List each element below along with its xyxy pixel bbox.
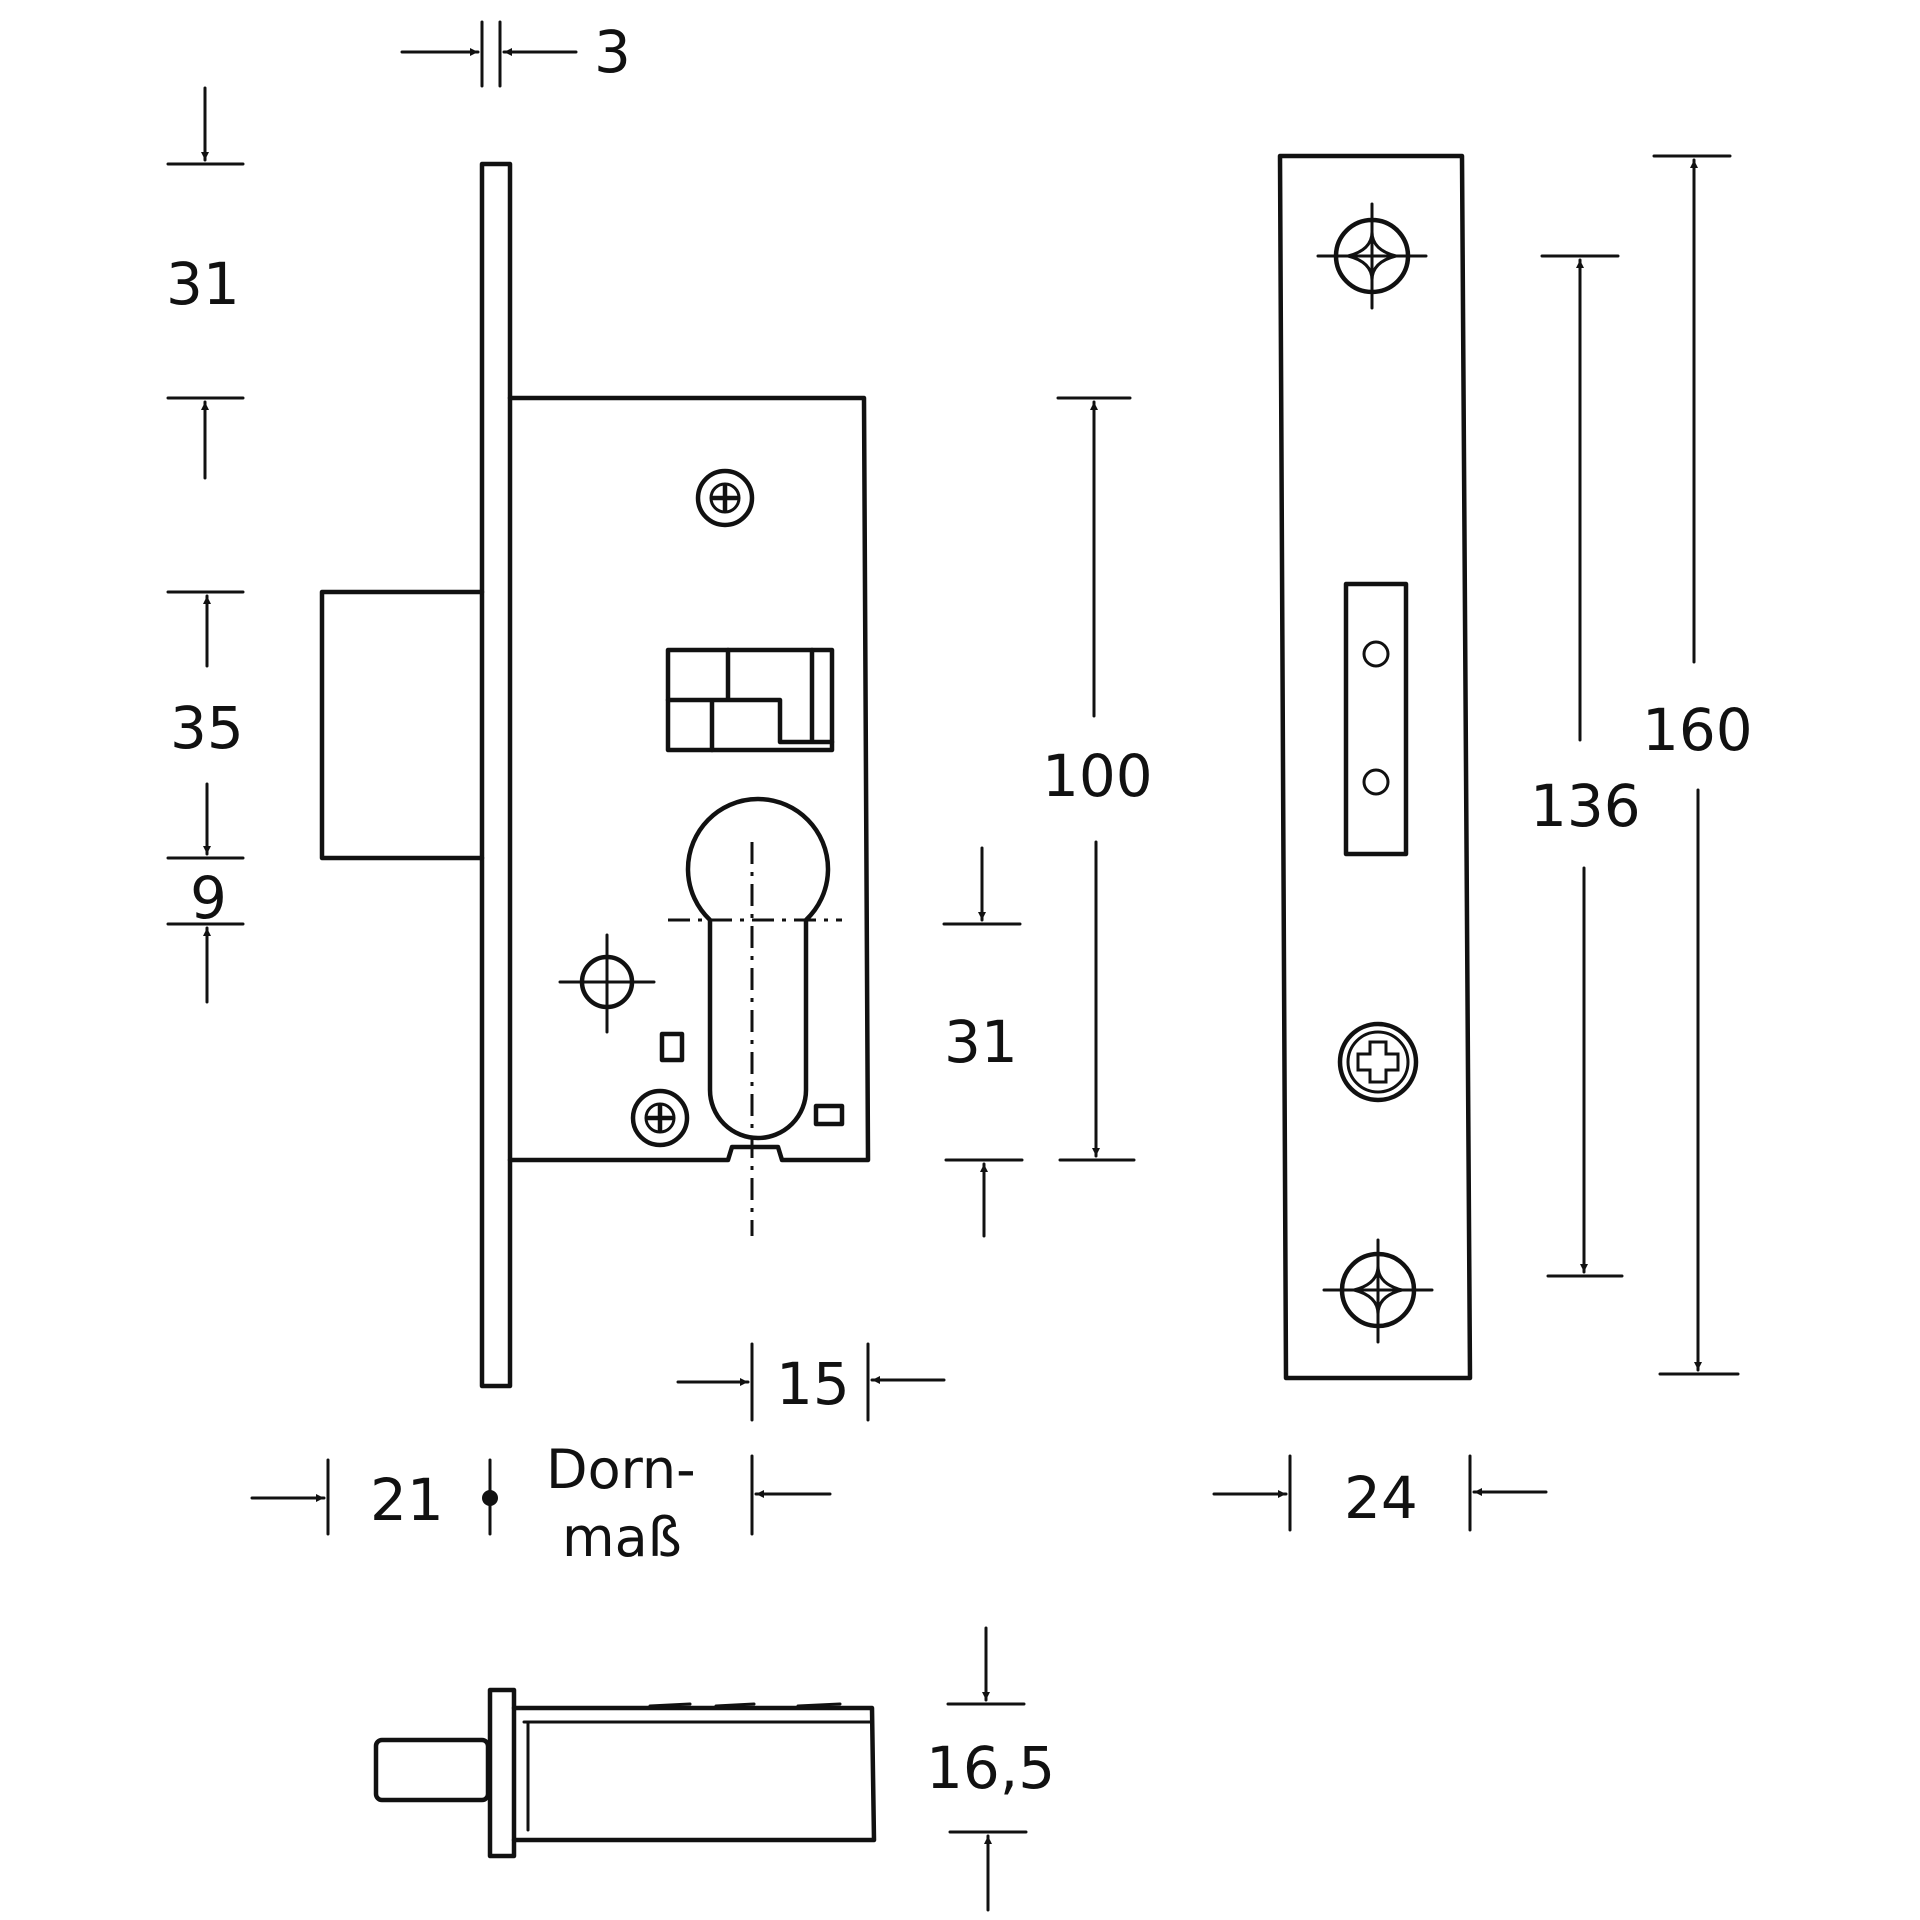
lock-case [507, 395, 871, 1163]
dim-faceplate-offset: 21 [370, 1466, 444, 1534]
dim-screw-spacing: 136 [1530, 772, 1641, 840]
bolt-mechanism-window [665, 647, 835, 753]
latch-bolt [319, 589, 485, 861]
faceplate-thickness-dimension: 3 [400, 18, 631, 88]
small-slot-right [813, 1103, 845, 1127]
dim-cylinder-offset: 15 [776, 1350, 850, 1418]
bolt-pin [373, 1737, 491, 1803]
bolt-depth-dimension: 16,5 [926, 1626, 1055, 1912]
dim-latch-height: 35 [170, 694, 244, 762]
cylinder-offset-dimension: 15 [676, 1342, 946, 1422]
case-height-dimension: 100 [1042, 396, 1153, 1162]
backset-label-line2: maß [562, 1506, 682, 1569]
latch-slot [1343, 581, 1409, 857]
screw-spacing-dimension: 136 [1530, 254, 1641, 1278]
faceplate-screw-middle-icon [1337, 1021, 1419, 1103]
left-dimension-stack: 31 35 9 [166, 86, 245, 1004]
lock-bottom-view [373, 1687, 877, 1859]
faceplate-strip [479, 161, 513, 1389]
cylinder-profile-hole [668, 796, 842, 1236]
dim-faceplate-length: 160 [1642, 696, 1753, 764]
faceplate-screw-top-icon [1316, 202, 1428, 310]
dim-bolt-gap: 9 [190, 864, 227, 932]
small-slot-left [659, 1031, 685, 1063]
dim-faceplate-thickness: 3 [594, 18, 631, 86]
dim-cylinder-to-bottom: 31 [944, 1008, 1018, 1076]
dim-bolt-depth: 16,5 [926, 1734, 1055, 1802]
bottom-faceplate [487, 1687, 517, 1859]
bottom-case [511, 1705, 877, 1843]
cylinder-position-dimension: 31 [942, 846, 1024, 1238]
backset-dimension: 21 Dorn- maß [250, 1438, 832, 1569]
case-screw-bottom-icon [630, 1088, 690, 1148]
dim-case-height: 100 [1042, 742, 1153, 810]
faceplate-front-view [1277, 153, 1473, 1381]
lock-side-view [319, 161, 871, 1389]
dim-faceplate-width: 24 [1344, 1464, 1418, 1532]
case-screw-top-icon [695, 468, 755, 528]
faceplate-screw-bottom-icon [1322, 1238, 1434, 1344]
dim-top-to-latch: 31 [166, 250, 240, 318]
backset-label-line1: Dorn- [546, 1438, 696, 1501]
faceplate-width-dimension: 24 [1212, 1454, 1548, 1532]
faceplate-length-dimension: 160 [1642, 154, 1753, 1376]
follower-hole-icon [558, 933, 656, 1034]
